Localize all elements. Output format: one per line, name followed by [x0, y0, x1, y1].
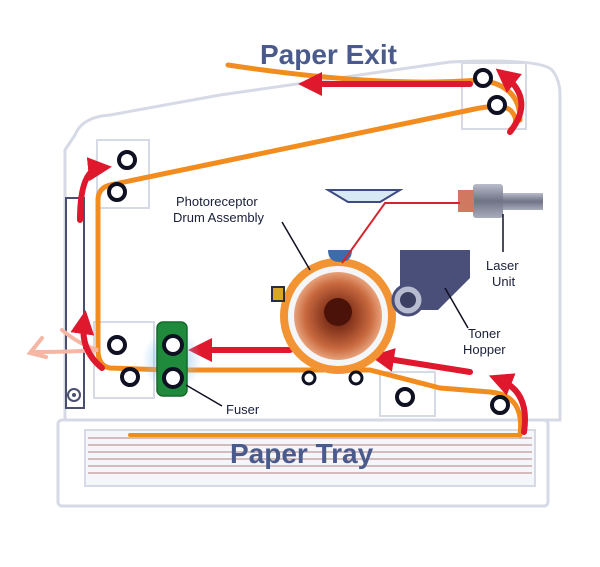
toner-callout-line: [444, 287, 469, 329]
drum-hub: [324, 298, 352, 326]
toner-hopper: [391, 250, 470, 317]
roller: [395, 387, 415, 407]
arrow-left-bottom-curve: [70, 310, 105, 371]
roller: [120, 367, 140, 387]
fuser-label: Fuser: [226, 402, 260, 417]
roller: [107, 335, 127, 355]
photoreceptor-label-line2: Drum Assembly: [173, 210, 265, 225]
arrow-top-right-curve: [495, 68, 525, 135]
arrow-left-up: [77, 157, 112, 223]
transfer-roller: [348, 370, 364, 386]
drum-cleaner: [271, 286, 285, 302]
roller: [117, 150, 137, 170]
drum-callout-line: [281, 221, 311, 271]
laser-tail: [503, 193, 543, 210]
paper-tray-label: Paper Tray: [230, 438, 374, 469]
fuser: [142, 321, 202, 397]
alt-exit-arrow: [26, 336, 48, 359]
rollers: [107, 68, 510, 415]
paper-exit-label: Paper Exit: [260, 39, 397, 70]
roller: [473, 68, 493, 88]
fuser-roller: [162, 334, 184, 356]
laser-label-line2: Unit: [492, 274, 516, 289]
direction-arrows: [70, 68, 528, 435]
paper-tray: [84, 429, 536, 487]
paper-stack: [88, 437, 532, 474]
fuser-roller: [162, 367, 184, 389]
photoreceptor-label-line1: Photoreceptor: [176, 194, 258, 209]
laser-mirror: [324, 189, 404, 203]
alt-exit-path: [30, 328, 99, 354]
toner-label-line2: Hopper: [463, 342, 506, 357]
mirror-prism: [324, 189, 404, 203]
laser-body: [473, 184, 503, 218]
laser-unit: [341, 184, 543, 264]
developer-roller-core: [400, 292, 416, 308]
roller: [490, 395, 510, 415]
side-guide: [65, 197, 85, 409]
roller: [107, 182, 127, 202]
arrow-tray-to-drum: [370, 348, 473, 375]
arrow-tray-pickup: [488, 373, 528, 435]
laser-emitter: [458, 190, 474, 212]
laser-label-line1: Laser: [486, 258, 519, 273]
toner-label-line1: Toner: [468, 326, 501, 341]
callout-lines: [185, 214, 504, 407]
fuser-callout-line: [185, 384, 223, 407]
laser-beam: [341, 202, 460, 264]
transfer-roller: [301, 370, 317, 386]
drum-assembly: [271, 250, 396, 386]
roller: [487, 95, 507, 115]
